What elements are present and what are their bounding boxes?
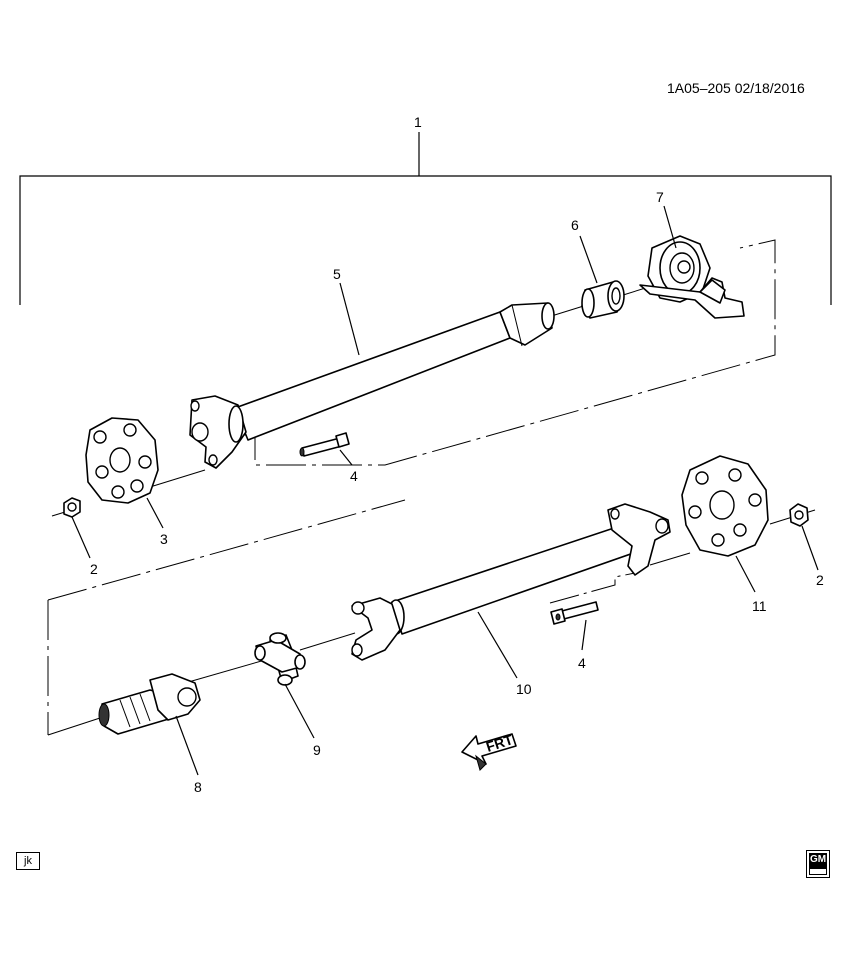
document-code: 1A05–205 02/18/2016	[667, 80, 805, 96]
flex-coupling-left	[85, 417, 159, 504]
universal-joint	[254, 632, 306, 686]
flex-coupling-nut-left	[63, 497, 81, 518]
leader-lines	[71, 205, 819, 776]
callout-5: 5	[333, 266, 341, 282]
axis-lines	[51, 284, 816, 684]
flex-coupling-nut-right	[789, 503, 809, 527]
callout-7: 7	[656, 189, 664, 205]
callout-8: 8	[194, 779, 202, 795]
front-propeller-shaft	[189, 302, 555, 469]
callout-9: 9	[313, 742, 321, 758]
slip-yoke	[98, 673, 201, 735]
flex-coupling-right	[681, 455, 769, 557]
center-bearing-insert	[581, 280, 625, 319]
rear-propeller-shaft	[351, 503, 671, 661]
callout-10: 10	[516, 681, 532, 697]
callout-3: 3	[160, 531, 168, 547]
view-tag: jk	[16, 852, 40, 870]
callout-4-lower: 4	[578, 655, 586, 671]
callout-4-upper: 4	[350, 468, 358, 484]
callout-11: 11	[752, 598, 767, 614]
callout-6: 6	[571, 217, 579, 233]
assembly-bracket	[19, 132, 832, 305]
lower-boundary-lines	[47, 499, 636, 736]
callout-2-left: 2	[90, 561, 98, 577]
flex-coupling-bolt-lower	[550, 601, 599, 625]
callout-2-right: 2	[816, 572, 824, 588]
front-arrow-label: FRT	[484, 731, 515, 755]
gm-logo: GM	[806, 850, 830, 878]
callout-numbers: 1 2 2 3 4 4 5 6 7 8 9 10 11	[90, 114, 824, 795]
callout-1: 1	[414, 114, 422, 130]
flex-coupling-bolt-upper	[299, 432, 350, 457]
front-direction-arrow-icon: FRT	[461, 731, 517, 771]
gm-logo-bar	[810, 869, 826, 874]
upper-boundary-lines	[240, 239, 776, 466]
center-bearing-support	[639, 235, 745, 319]
